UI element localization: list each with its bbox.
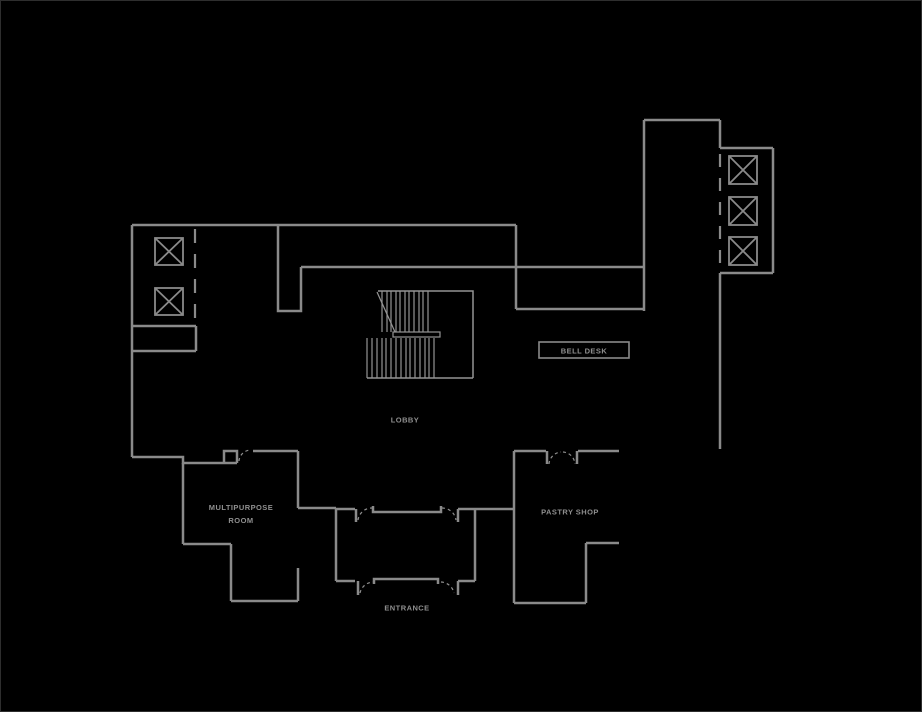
label-multipurpose-room: MULTIPURPOSE ROOM bbox=[209, 501, 273, 527]
door-swings bbox=[238, 449, 576, 594]
elevator-icon bbox=[728, 196, 758, 226]
door-swing-icon bbox=[359, 581, 374, 594]
elevator-icon bbox=[154, 237, 184, 266]
door-swing-icon bbox=[441, 507, 457, 521]
label-pastry-shop: PASTRY SHOP bbox=[541, 507, 599, 517]
door-swing-icon bbox=[357, 507, 373, 521]
door-swing-icon bbox=[562, 451, 576, 465]
left-elevator-bank bbox=[154, 237, 184, 316]
staircase-icon bbox=[366, 290, 474, 379]
wall bbox=[372, 577, 440, 584]
door-swing-icon bbox=[548, 451, 562, 465]
walls bbox=[130, 118, 775, 605]
elevator-icon bbox=[154, 287, 184, 316]
wall bbox=[132, 455, 237, 465]
right-elevator-bank bbox=[728, 155, 758, 266]
elevator-icon bbox=[728, 155, 758, 185]
label-multipurpose-room-line2: ROOM bbox=[228, 516, 254, 525]
wall bbox=[276, 225, 303, 313]
door-swing-icon bbox=[440, 581, 455, 594]
door-jamb bbox=[222, 449, 239, 463]
label-lobby: LOBBY bbox=[390, 415, 420, 425]
bell-desk-counter bbox=[538, 341, 630, 359]
elevator-icon bbox=[728, 236, 758, 266]
door-swing-icon bbox=[238, 449, 252, 462]
label-multipurpose-room-line1: MULTIPURPOSE bbox=[208, 503, 274, 512]
wall bbox=[371, 506, 443, 514]
label-bell-desk: BELL DESK bbox=[560, 346, 608, 356]
label-entrance: ENTRANCE bbox=[384, 603, 430, 613]
